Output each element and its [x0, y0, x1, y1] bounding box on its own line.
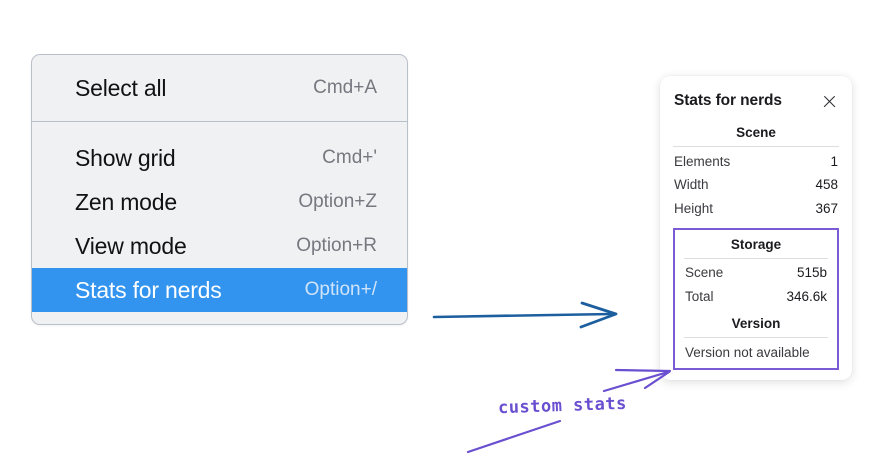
- menu-item-shortcut: Option+/: [304, 279, 377, 300]
- stats-row: Elements 1: [673, 150, 839, 174]
- purple-underline: [466, 419, 562, 454]
- menu-item-label: Stats for nerds: [75, 276, 222, 303]
- section-divider: [673, 146, 839, 147]
- stats-section-storage: Storage Scene 515b Total 346.6k: [684, 230, 828, 310]
- stats-row-key: Width: [674, 177, 709, 193]
- section-title: Scene: [736, 125, 776, 140]
- menu-item-select-all[interactable]: Select all Cmd+A: [32, 66, 407, 110]
- version-value: Version not available: [685, 345, 810, 361]
- menu-item-shortcut: Cmd+': [322, 147, 377, 168]
- menu-item-show-grid[interactable]: Show grid Cmd+': [32, 136, 407, 180]
- stats-row-key: Height: [674, 201, 714, 217]
- stats-row-key: Elements: [674, 153, 731, 169]
- stats-row-value: 367: [815, 201, 838, 217]
- menu-item-label: Show grid: [75, 144, 176, 171]
- stats-panel-title: Stats for nerds: [674, 92, 782, 109]
- menu-section-view: Show grid Cmd+' Zen mode Option+Z View m…: [32, 122, 407, 324]
- section-divider: [684, 337, 828, 339]
- close-icon[interactable]: [821, 93, 838, 110]
- menu-item-label: Zen mode: [75, 188, 177, 215]
- menu-item-shortcut: Option+Z: [298, 191, 377, 212]
- section-divider: [684, 257, 828, 259]
- stats-row-value: 346.6k: [786, 289, 827, 304]
- stats-panel-body: Scene Elements 1 Width 458 Height 367 St…: [660, 114, 852, 371]
- menu-item-shortcut: Option+R: [296, 235, 377, 256]
- stats-row-value: 458: [815, 177, 838, 193]
- stats-for-nerds-panel: Stats for nerds Scene Elements 1 Width 4…: [660, 76, 852, 381]
- stats-panel-header: Stats for nerds: [660, 88, 852, 114]
- section-title: Storage: [730, 236, 782, 252]
- menu-section-primary: Select all Cmd+A: [32, 55, 407, 122]
- blue-arrow: [432, 301, 618, 329]
- stats-row: Height 367: [673, 198, 839, 222]
- context-menu[interactable]: Select all Cmd+A Show grid Cmd+' Zen mod…: [31, 54, 408, 325]
- stats-row: Total 346.6k: [684, 286, 828, 310]
- menu-item-label: View mode: [75, 232, 187, 259]
- stats-row-key: Total: [685, 289, 714, 304]
- stats-row-key: Scene: [685, 265, 724, 281]
- stats-row-value: 1: [830, 153, 838, 169]
- menu-item-view-mode[interactable]: View mode Option+R: [32, 224, 407, 268]
- section-title: Version: [731, 316, 781, 332]
- stats-section-version: Version Version not available: [684, 309, 828, 361]
- custom-stats-annotation-label: custom stats: [497, 393, 628, 419]
- menu-item-zen-mode[interactable]: Zen mode Option+Z: [32, 180, 407, 224]
- stats-section-scene: Scene Elements 1 Width 458 Height 367: [673, 114, 839, 222]
- menu-item-stats-for-nerds[interactable]: Stats for nerds Option+/: [32, 268, 407, 312]
- stats-row: Scene 515b: [684, 262, 828, 286]
- menu-item-label: Select all: [75, 74, 167, 101]
- menu-item-shortcut: Cmd+A: [313, 77, 377, 98]
- stats-row-value: 515b: [796, 265, 827, 281]
- stats-row: Width 458: [673, 174, 839, 198]
- custom-stats-highlight-box: Storage Scene 515b Total 346.6k Version …: [673, 227, 839, 371]
